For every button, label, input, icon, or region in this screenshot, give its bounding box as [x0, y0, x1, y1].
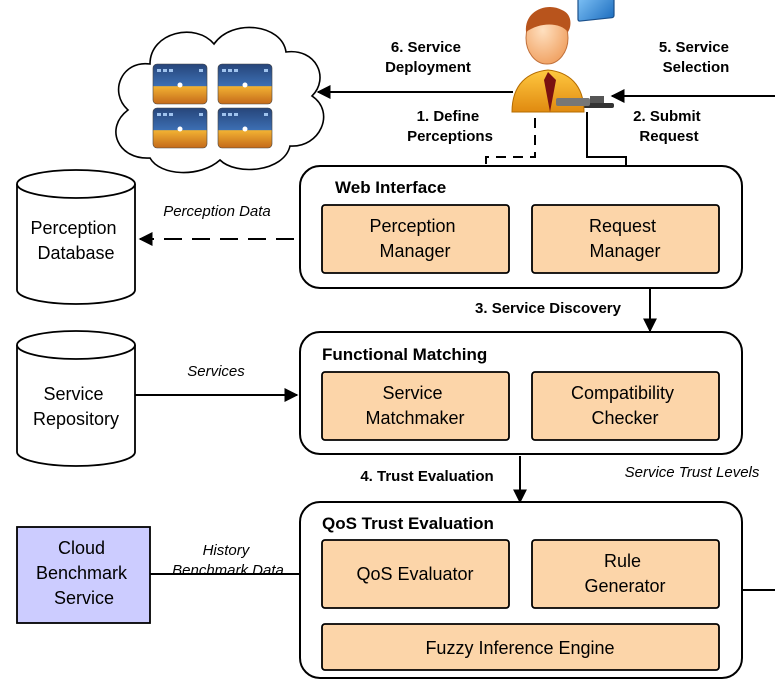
request-manager-box — [531, 204, 720, 274]
perception-data-label: Perception Data — [163, 203, 271, 220]
rule-generator-label: Rule Generator — [584, 551, 665, 596]
connectors — [135, 85, 775, 591]
service-matchmaker-label: Service Matchmaker — [365, 383, 464, 428]
services-label: Services — [187, 363, 245, 380]
perception-database-label: Perception Database — [30, 218, 121, 263]
service-selection-label: 5. Service Selection — [659, 39, 733, 76]
fuzzy-inference-engine-label: Fuzzy Inference Engine — [425, 638, 614, 658]
service-matchmaker-box — [321, 371, 510, 441]
cloud-benchmark-service-label: Cloud Benchmark Service — [36, 538, 132, 608]
qos-evaluator-label: QoS Evaluator — [356, 564, 473, 584]
rule-generator-box — [531, 539, 720, 609]
service-deployment-label: 6. Service Deployment — [385, 39, 471, 76]
web-interface-title: Web Interface — [335, 178, 446, 197]
perception-database — [16, 169, 136, 305]
submit-request-label: 2. Submit Request — [633, 108, 705, 145]
service-repository-label: Service Repository — [33, 384, 119, 429]
compatibility-checker-label: Compatibility Checker — [571, 383, 679, 428]
service-discovery-label: 3. Service Discovery — [475, 300, 622, 317]
trust-evaluation-label: 4. Trust Evaluation — [360, 468, 493, 485]
service-repository — [16, 330, 136, 467]
cloud — [115, 26, 325, 174]
history-data-label: History Benchmark Data — [172, 542, 284, 579]
user-at-computer-icon — [511, 0, 615, 113]
cloud-benchmark-service-box — [16, 526, 151, 624]
service-trust-levels-label: Service Trust Levels — [625, 464, 760, 481]
qos-trust-evaluation-title: QoS Trust Evaluation — [322, 514, 494, 533]
perception-manager-box — [321, 204, 510, 274]
compatibility-checker-box — [531, 371, 720, 441]
perception-manager-label: Perception Manager — [369, 216, 460, 261]
request-manager-label: Request Manager — [589, 216, 661, 261]
qos-evaluator-box — [321, 539, 510, 609]
desktop-thumbnail-icon — [152, 63, 273, 149]
functional-matching-title: Functional Matching — [322, 345, 487, 364]
define-perceptions-label: 1. Define Perceptions — [407, 108, 493, 145]
fuzzy-inference-engine-box — [321, 623, 720, 671]
